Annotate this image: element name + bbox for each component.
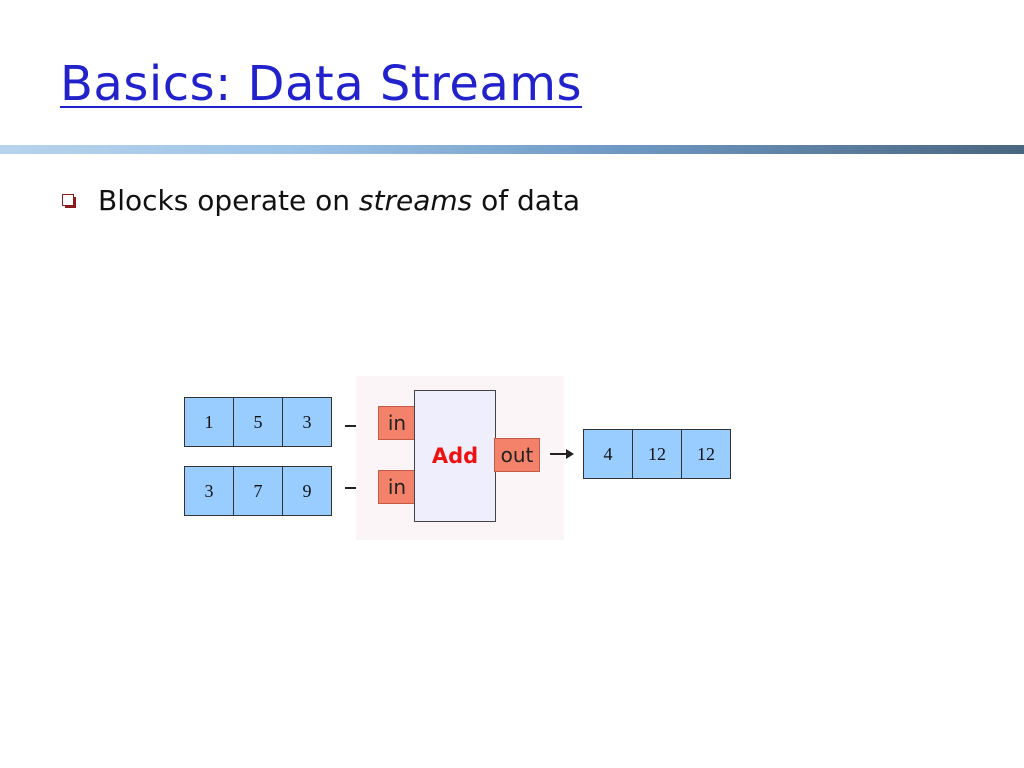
- output-port: out: [494, 438, 540, 472]
- bullet-square-icon: [62, 193, 76, 208]
- stream-cell: 4: [583, 429, 633, 479]
- stream-cell: 1: [184, 397, 234, 447]
- stream-cell: 3: [184, 466, 234, 516]
- add-block-label: Add: [431, 444, 479, 468]
- stream-cell: 3: [282, 397, 332, 447]
- bullet-text-before: Blocks operate on: [98, 184, 359, 217]
- title-divider: [0, 145, 1024, 154]
- stream-cell: 7: [233, 466, 283, 516]
- stream-cell: 12: [632, 429, 682, 479]
- bullet-text-emphasis: streams: [358, 184, 473, 217]
- input-port-2: in: [378, 470, 416, 504]
- input-stream-2: 3 7 9: [184, 466, 332, 516]
- input-port-1: in: [378, 406, 416, 440]
- arrow-right-icon: [550, 449, 574, 459]
- input-stream-1: 1 5 3: [184, 397, 332, 447]
- stream-cell: 9: [282, 466, 332, 516]
- stream-cell: 12: [681, 429, 731, 479]
- add-block: Add: [414, 390, 496, 522]
- bullet-text: Blocks operate on streams of data: [98, 184, 580, 217]
- slide-title: Basics: Data Streams: [60, 56, 583, 112]
- bullet-text-after: of data: [472, 184, 581, 217]
- output-stream: 4 12 12: [583, 429, 731, 479]
- stream-cell: 5: [233, 397, 283, 447]
- bullet-item: Blocks operate on streams of data: [62, 184, 580, 217]
